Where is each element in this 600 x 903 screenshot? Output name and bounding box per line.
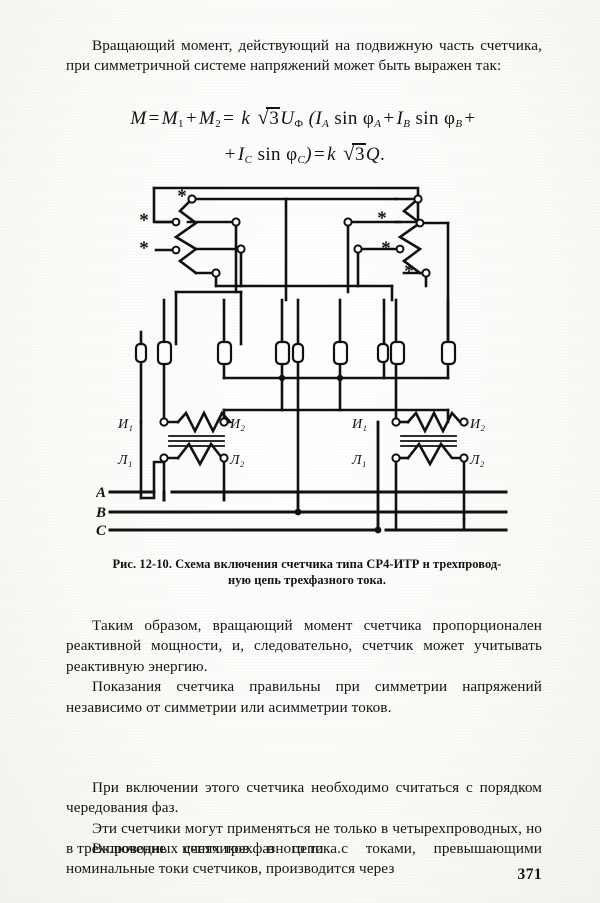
left-voltage-coil-group <box>154 197 398 294</box>
formula-IB: I <box>396 108 404 129</box>
intro-paragraph-block: Вращающий момент, действующий на подвижн… <box>66 36 542 77</box>
body-paragraph-5: Включение счетчиков в цепи с токами, пре… <box>66 840 542 878</box>
terminal-blocks <box>134 340 457 366</box>
polarity-marker-1: * <box>177 186 187 207</box>
ct-labels: И₁ И₂ Л₁ Л₂ И₁ И₂ Л₁ Л₂ <box>117 417 485 468</box>
formula-plus-1: + <box>185 108 197 129</box>
formula-IA: I <box>315 108 323 129</box>
formula-sinC: sin φ <box>257 144 298 165</box>
formula-eq-3: = <box>313 144 326 165</box>
formula-eq-2: = <box>223 108 235 129</box>
body-paragraph-1: Таким образом, вращающий момент счетчика… <box>66 617 542 675</box>
formula-sinB: sin φ <box>415 108 456 129</box>
ct-right-label-I1: И₁ <box>351 417 367 432</box>
formula-IB-sub: B <box>403 118 411 130</box>
phase-label-c: С <box>96 523 107 539</box>
radical-operand-2: 3 <box>355 144 365 165</box>
terminal-block-row <box>139 298 450 514</box>
formula-IA-sub: A <box>322 118 330 130</box>
wiring-schematic-svg: * * * * * * И₁ И₂ Л₁ Л₂ И₁ И₂ Л₁ Л₂ А <box>96 186 508 539</box>
radical-bar-1 <box>266 107 281 109</box>
ct-left-label-L1: Л₁ <box>117 453 132 468</box>
formula-radical-1: √3 <box>255 105 281 130</box>
body-block-3: Включение счетчиков в цепи с токами, пре… <box>66 839 542 880</box>
formula-sinA-sub: A <box>374 118 382 130</box>
phase-label-a: А <box>96 485 106 501</box>
figure-caption-line-2: ную цепь трехфазного тока. <box>227 573 387 588</box>
formula-open-paren: ( <box>308 108 316 129</box>
formula-M1: M <box>161 108 178 129</box>
radical-operand-1: 3 <box>269 108 280 129</box>
polarity-marker-5: * <box>381 238 391 259</box>
figure-caption-line-1: Рис. 12-10. Схема включения счетчика тип… <box>112 557 502 571</box>
formula-M2: M <box>198 108 216 129</box>
formula-plus-3: + <box>464 108 476 129</box>
left-current-transformer <box>139 410 233 502</box>
formula-Q: Q <box>365 144 381 165</box>
figure-caption: Рис. 12-10. Схема включения счетчика тип… <box>66 556 548 589</box>
body-paragraph-2: Показания счетчика правильны при симметр… <box>66 678 542 716</box>
formula-U-sub: Ф <box>294 118 304 130</box>
radical-sign-2: √ <box>343 141 355 165</box>
formula-k-1: k <box>241 108 251 129</box>
formula-M: M <box>130 108 147 129</box>
ct-right-label-L1: Л₁ <box>351 453 366 468</box>
formula-eq-1: = <box>148 108 160 129</box>
polarity-markers: * * * * * * <box>139 186 414 282</box>
body-block-2: При включении этого счетчика необходимо … <box>66 778 542 860</box>
radical-sign-1: √ <box>257 105 270 129</box>
junction-dots <box>278 374 382 534</box>
formula-sinA: sin φ <box>334 108 375 129</box>
ct-left-label-I2: И₂ <box>229 417 245 432</box>
figure-12-10: * * * * * * И₁ И₂ Л₁ Л₂ И₁ И₂ Л₁ Л₂ А <box>96 182 516 550</box>
radical-bar-2 <box>352 143 366 145</box>
formula-M1-sub: 1 <box>177 118 184 130</box>
body-paragraph-4: Эти счетчики могут применяться не только… <box>66 819 542 858</box>
intro-paragraph: Вращающий момент, действующий на подвижн… <box>66 37 542 75</box>
formula-k-2: k <box>327 144 336 165</box>
right-voltage-coil-group <box>346 197 450 359</box>
polarity-marker-2: * <box>139 210 149 231</box>
formula-sinB-sub: B <box>455 118 463 130</box>
formula-close-paren: ) <box>305 144 312 165</box>
formula-period: . <box>380 144 386 165</box>
formula-plus-2: + <box>383 108 395 129</box>
phase-label-b: В <box>96 505 106 521</box>
formula-radical-2: √3 <box>341 141 366 166</box>
ct-right-label-I2: И₂ <box>469 417 485 432</box>
polarity-marker-3: * <box>139 238 149 259</box>
ct-left-label-L2: Л₂ <box>229 453 244 468</box>
polarity-marker-6: * <box>404 261 414 282</box>
ct-left-label-I1: И₁ <box>117 417 133 432</box>
body-block-1: Таким образом, вращающий момент счетчика… <box>66 616 542 718</box>
formula-U: U <box>280 108 295 129</box>
formula-M2-sub: 2 <box>215 118 222 130</box>
phase-labels: А В С <box>96 485 107 539</box>
phase-line-jogs <box>152 420 466 532</box>
formula-sinC-sub: C <box>297 154 306 166</box>
polarity-marker-4: * <box>377 208 387 229</box>
body-paragraph-3: При включении этого счетчика необходимо … <box>66 779 542 817</box>
formula-IC: I <box>237 144 245 165</box>
formula-IC-sub: C <box>244 154 253 166</box>
formula-plus-4: + <box>224 144 236 165</box>
connection-nodes <box>159 194 469 463</box>
sub-terminal-bus <box>222 376 450 412</box>
ct-right-label-L2: Л₂ <box>469 453 484 468</box>
page-number: 371 <box>517 866 542 883</box>
phase-lines <box>108 490 508 532</box>
inter-element-wiring <box>174 197 394 346</box>
